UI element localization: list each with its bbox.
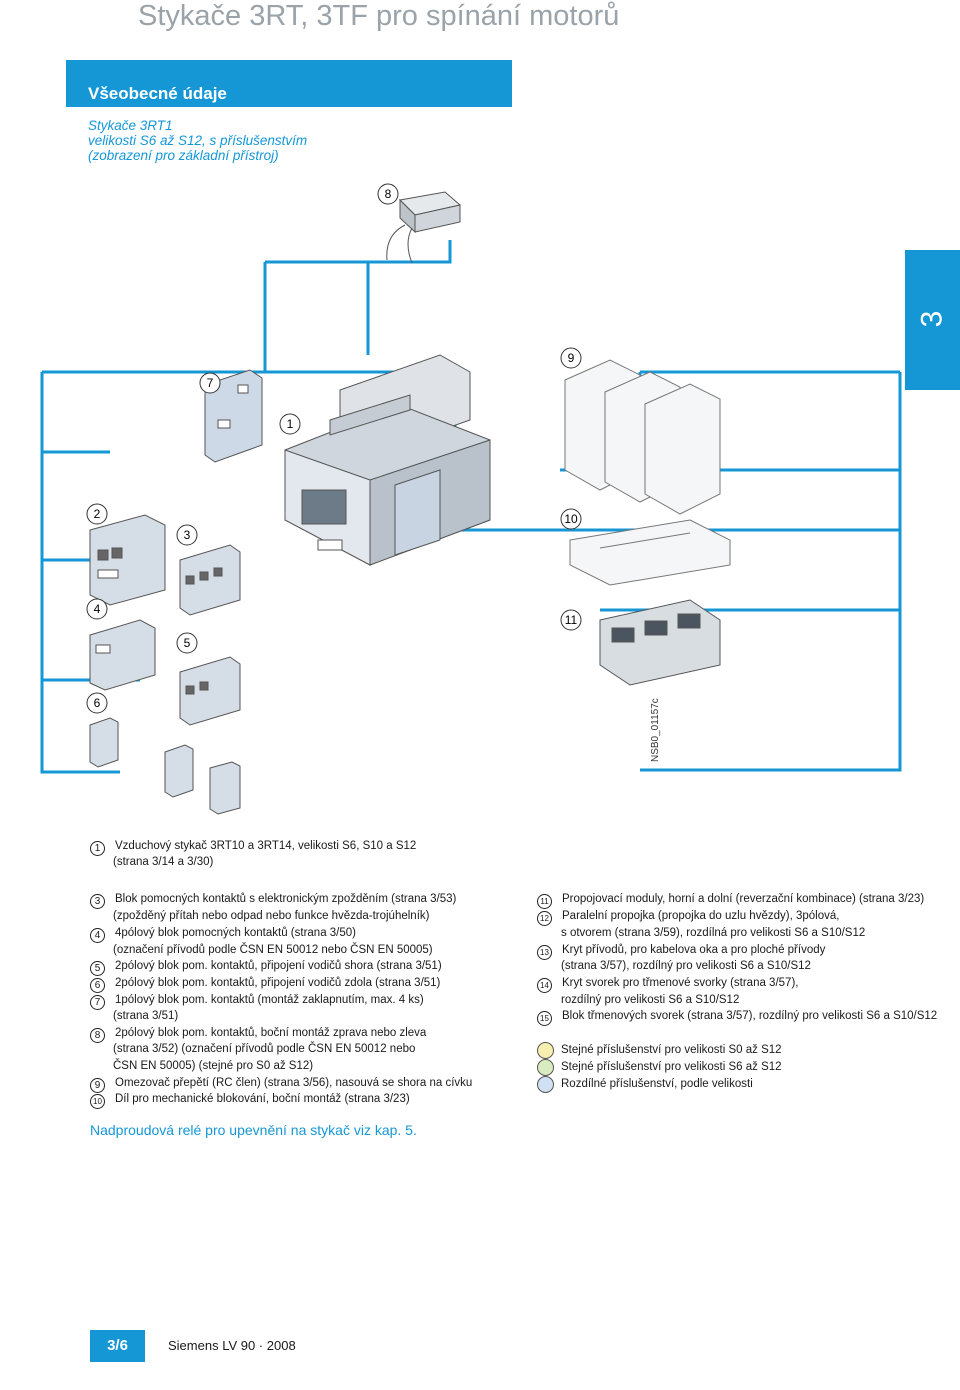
legend-number: 1 — [90, 841, 105, 856]
legend-text: (strana 3/57), rozdílný pro velikosti S6… — [561, 960, 811, 972]
subtitle-line-2: velikosti S6 až S12, s příslušenstvím — [88, 133, 308, 148]
legend-text: Omezovač přepětí (RC člen) (strana 3/56)… — [115, 1077, 473, 1089]
legend-number: 12 — [537, 911, 552, 926]
color-legend-label: Rozdílné příslušenství, podle velikosti — [561, 1078, 753, 1090]
legend-text: Kryt přívodů, pro kabelova oka a pro plo… — [562, 944, 826, 956]
legend-text: 2pólový blok pom. kontaktů, připojení vo… — [115, 960, 442, 972]
legend-text: Vzduchový stykač 3RT10 a 3RT14, velikost… — [115, 840, 417, 852]
figure-subtitle: Stykače 3RT1 velikosti S6 až S12, s přís… — [88, 118, 307, 163]
legend-item: 11 Propojovací moduly, horní a dolní (rev… — [537, 891, 924, 909]
legend-text: 2pólový blok pom. kontaktů, připojení vo… — [115, 977, 441, 989]
legend-item: 14 Kryt svorek pro třmenové svorky (stran… — [537, 975, 798, 993]
callout-10: 10 — [564, 512, 578, 526]
legend-item: 5 2pólový blok pom. kontaktů, připojení v… — [90, 958, 442, 976]
legend-number: 8 — [90, 1028, 105, 1043]
legend-item: 15 Blok třmenových svorek (strana 3/57), … — [537, 1008, 937, 1026]
legend-text: 2pólový blok pom. kontaktů, boční montáž… — [115, 1027, 427, 1039]
callout-2: 2 — [94, 507, 101, 521]
legend-number: 7 — [90, 995, 105, 1010]
legend-text: Díl pro mechanické blokování, boční mont… — [115, 1093, 410, 1105]
callouts: 8 7 1 9 2 3 10 4 5 11 6 — [86, 183, 582, 714]
callout-5: 5 — [184, 636, 191, 650]
callout-7: 7 — [207, 376, 214, 390]
legend-item: 13 Kryt přívodů, pro kabelova oka a pro p… — [537, 942, 825, 960]
legend-text: s otvorem (strana 3/59), rozdílná pro ve… — [561, 927, 866, 939]
callout-4: 4 — [94, 602, 101, 616]
legend-number: 4 — [90, 928, 105, 943]
legend-item: 12 Paralelní propojka (propojka do uzlu h… — [537, 908, 839, 926]
callout-11: 11 — [565, 613, 578, 627]
callout-1: 1 — [287, 417, 294, 431]
color-legend-label: Stejné příslušenství pro velikosti S6 až… — [561, 1061, 782, 1073]
legend-text: (strana 3/51) — [113, 1010, 179, 1022]
legend-text: Paralelní propojka (propojka do uzlu hvě… — [562, 910, 840, 922]
legend-item: 10 Díl pro mechanické blokování, boční mo… — [90, 1091, 410, 1109]
aux-block-2pole — [89, 717, 241, 815]
legend-item: 4 4pólový blok pomocných kontaktů (strana… — [90, 925, 356, 943]
legend-text: Blok třmenových svorek (strana 3/57), ro… — [562, 1010, 938, 1022]
mechanical-interlock — [569, 519, 731, 586]
legend-text: rozdílný pro velikosti S6 a S10/S12 — [561, 994, 740, 1006]
image-id-label: NSB0_01157c — [650, 698, 661, 762]
link-modules — [599, 599, 721, 686]
rc-surge-suppressor — [386, 191, 462, 264]
legend-text: Propojovací moduly, horní a dolní (rever… — [562, 893, 925, 905]
accessory-diagram: 8 7 1 9 2 3 10 4 5 11 6 — [40, 183, 902, 815]
legend-text: Kryt svorek pro třmenové svorky (strana … — [562, 977, 799, 989]
section-header: Všeobecné údaje — [66, 60, 512, 107]
callout-8: 8 — [385, 187, 392, 201]
main-contactor — [284, 354, 491, 566]
subtitle-line-3: (zobrazení pro základní přístroj) — [88, 148, 279, 163]
subtitle-line-1: Stykače 3RT1 — [88, 118, 173, 133]
legend-text: (zpožděný přítah nebo odpad nebo funkce … — [113, 910, 430, 922]
aux-block-electronic — [89, 514, 241, 616]
legend-item: 3 Blok pomocných kontaktů s elektronickým… — [90, 891, 456, 909]
legend-number: 13 — [537, 945, 552, 960]
color-swatch-blue — [537, 1076, 554, 1093]
page-number: 3/6 — [90, 1330, 145, 1362]
callout-9: 9 — [568, 351, 575, 365]
legend-number: 14 — [537, 978, 552, 993]
legend-text: ČSN EN 50005) (stejné pro S0 až S12) — [113, 1060, 314, 1072]
legend-item: 6 2pólový blok pom. kontaktů, připojení v… — [90, 975, 440, 993]
legend-text: 4pólový blok pomocných kontaktů (strana … — [115, 927, 356, 939]
legend-number: 6 — [90, 978, 105, 993]
page-title: Stykače 3RT, 3TF pro spínání motorů — [138, 0, 620, 32]
color-swatch-yellow — [537, 1042, 554, 1059]
color-swatch-green — [537, 1059, 554, 1076]
legend-item: 7 1pólový blok pom. kontaktů (montáž zakl… — [90, 992, 424, 1010]
legend-number: 3 — [90, 894, 105, 909]
legend-text: Blok pomocných kontaktů s elektronickým … — [115, 893, 457, 905]
color-legend-label: Stejné příslušenství pro velikosti S0 až… — [561, 1044, 782, 1056]
legend-item: 9 Omezovač přepětí (RC člen) (strana 3/56… — [90, 1075, 472, 1093]
legend-number: 9 — [90, 1078, 105, 1093]
callout-6: 6 — [94, 696, 101, 710]
legend-text: (strana 3/14 a 3/30) — [113, 856, 214, 868]
section-title: Všeobecné údaje — [88, 84, 227, 103]
overload-relay-note[interactable]: Nadproudová relé pro upevnění na stykač … — [90, 1122, 417, 1138]
publication-label: Siemens LV 90 · 2008 — [168, 1338, 296, 1353]
legend-text: (označení přívodů podle ČSN EN 50012 neb… — [113, 944, 433, 956]
legend-number: 11 — [537, 894, 552, 909]
legend-text: 1pólový blok pom. kontaktů (montáž zakla… — [115, 994, 424, 1006]
aux-block-1pole — [204, 369, 263, 463]
terminal-covers — [564, 359, 721, 515]
aux-block-4pole — [89, 619, 241, 726]
callout-3: 3 — [184, 528, 191, 542]
legend-item: 8 2pólový blok pom. kontaktů, boční montá… — [90, 1025, 426, 1043]
legend-number: 15 — [537, 1011, 552, 1026]
legend-item: 1 Vzduchový stykač 3RT10 a 3RT14, velikos… — [90, 838, 416, 856]
legend-number: 5 — [90, 961, 105, 976]
legend-number: 10 — [90, 1094, 105, 1109]
chapter-tab[interactable]: 3 — [905, 250, 960, 390]
legend-text: (strana 3/52) (označení přívodů podle ČS… — [113, 1043, 416, 1055]
